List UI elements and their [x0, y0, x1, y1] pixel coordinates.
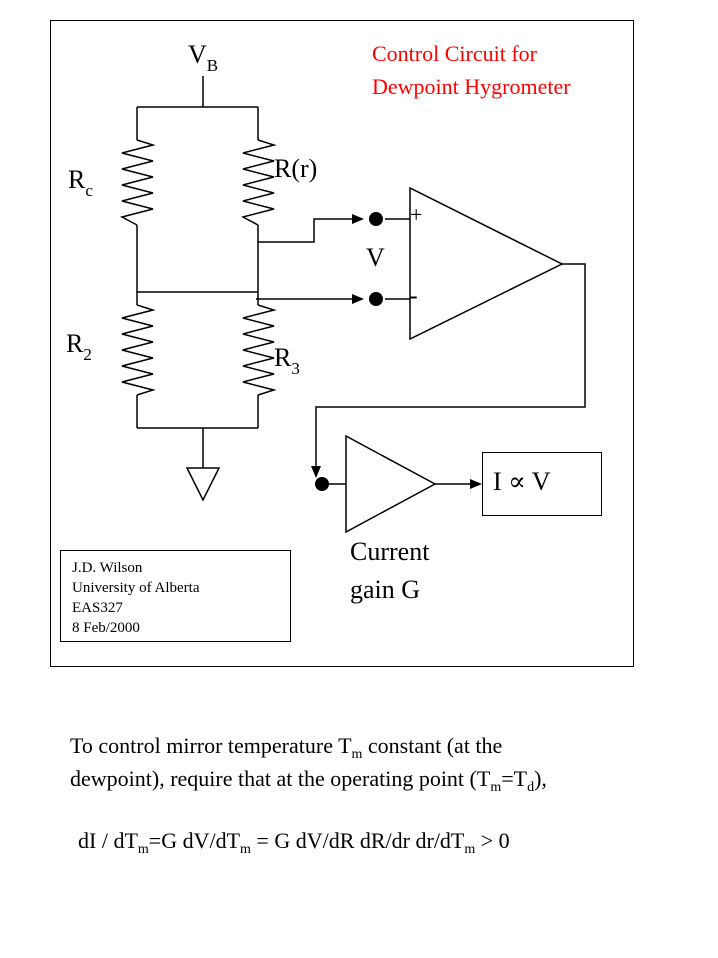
diagram-title-line1: Control Circuit for	[372, 41, 538, 66]
resistor-rr-label: R(r)	[274, 154, 317, 183]
amp-input-dot	[315, 477, 329, 491]
output-box	[482, 452, 602, 516]
arrow-plus-input	[352, 214, 364, 224]
supply-voltage-label: VB	[188, 40, 218, 75]
resistor-r2	[121, 304, 156, 396]
credit-author: J.D. Wilson	[72, 560, 143, 576]
arrow-amp-input	[311, 466, 321, 478]
opamp-output-wiring	[315, 263, 586, 470]
output-label: I ∝ V	[493, 467, 551, 496]
resistor-rr	[240, 139, 277, 226]
bridge-wiring	[136, 76, 259, 468]
credit-course: EAS327	[72, 600, 123, 616]
credit-box	[60, 550, 291, 642]
control-circuit-diagram: Control Circuit for Dewpoint Hygrometer …	[50, 20, 634, 667]
resistor-r2-label: R2	[66, 329, 92, 364]
resistor-rc	[119, 139, 156, 226]
current-amplifier-triangle	[345, 434, 437, 534]
caption-line-1: To control mirror temperature Tm constan…	[70, 733, 503, 762]
caption-equation: dI / dTm=G dV/dTm = G dV/dR dR/dr dr/dTm…	[78, 828, 510, 857]
ground-symbol	[185, 467, 221, 502]
terminal-minus-dot	[369, 292, 383, 306]
diagram-frame	[50, 20, 634, 667]
opamp-plus-sign: +	[410, 202, 422, 227]
opamp-input-wiring	[256, 218, 410, 300]
gain-label-line2: gain G	[350, 575, 420, 604]
arrow-amp-output	[470, 479, 482, 489]
gain-label-line1: Current	[350, 537, 430, 566]
resistor-rc-label: Rc	[68, 165, 93, 200]
diagram-title-line2: Dewpoint Hygrometer	[372, 74, 571, 99]
opamp-minus-sign: -	[409, 281, 418, 310]
caption-line-2: dewpoint), require that at the operating…	[70, 766, 547, 795]
arrow-minus-input	[352, 294, 364, 304]
voltage-label-v: V	[366, 243, 385, 272]
terminal-plus-dot	[369, 212, 383, 226]
resistor-r3-label: R3	[274, 343, 300, 378]
credit-date: 8 Feb/2000	[72, 620, 140, 636]
credit-institution: University of Alberta	[72, 580, 200, 596]
resistor-r3	[242, 304, 277, 396]
opamp-triangle	[409, 186, 564, 341]
